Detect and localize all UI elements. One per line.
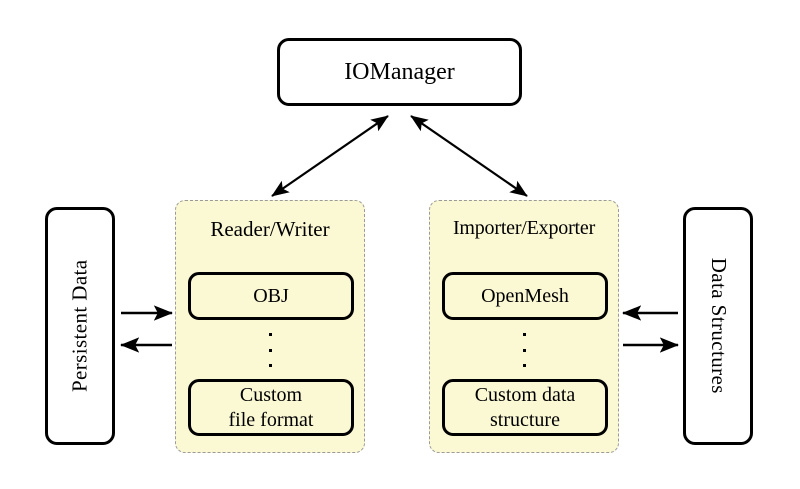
group-title-reader-writer: Reader/Writer bbox=[210, 217, 330, 241]
ellipsis-dot bbox=[522, 364, 526, 367]
ellipsis-reader-writer bbox=[176, 329, 364, 371]
ellipsis-importer-exporter bbox=[430, 329, 618, 371]
persistent-data-label: Persistent Data bbox=[67, 259, 92, 393]
data-structures-label: Data Structures bbox=[706, 257, 731, 395]
item-box-obj[interactable]: OBJ bbox=[188, 272, 354, 320]
group-title-importer-exporter: Importer/Exporter bbox=[452, 217, 596, 239]
ellipsis-dot bbox=[268, 348, 272, 352]
arrow-manager-reader-writer bbox=[271, 115, 389, 197]
item-box-openmesh[interactable]: OpenMesh bbox=[442, 272, 608, 320]
node-io-manager[interactable]: IOManager bbox=[277, 38, 522, 106]
arrow-manager-importer-exporter bbox=[410, 115, 528, 197]
item-label-obj: OBJ bbox=[253, 284, 289, 307]
node-data-structures[interactable]: Data Structures bbox=[683, 207, 753, 445]
ellipsis-dot bbox=[268, 333, 272, 336]
ellipsis-dot bbox=[522, 348, 526, 352]
ellipsis-dot bbox=[268, 364, 272, 367]
node-persistent-data[interactable]: Persistent Data bbox=[45, 207, 115, 445]
io-manager-label: IOManager bbox=[344, 58, 455, 85]
item-label-openmesh: OpenMesh bbox=[481, 284, 569, 307]
ellipsis-dot bbox=[522, 333, 526, 336]
